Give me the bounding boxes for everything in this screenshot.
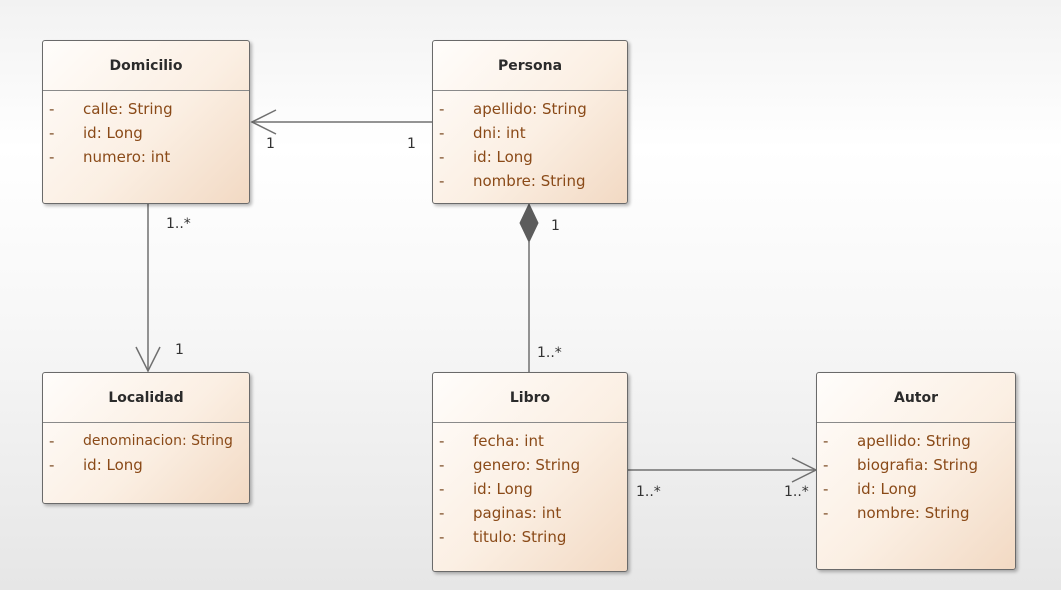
multiplicity-label: 1: [551, 218, 560, 234]
visibility-marker: -: [49, 432, 55, 450]
class-persona[interactable]: Persona - apellido: String - dni: int - id:…: [432, 40, 628, 204]
visibility-marker: -: [49, 100, 55, 118]
attribute-row: - nombre: String: [817, 501, 1015, 525]
attribute-text: id: Long: [857, 480, 917, 498]
class-libro[interactable]: Libro - fecha: int - genero: String - id: L…: [432, 372, 628, 572]
multiplicity-label: 1..*: [166, 216, 191, 232]
visibility-marker: -: [823, 456, 829, 474]
class-name: Localidad: [43, 373, 249, 423]
class-name: Libro: [433, 373, 627, 423]
multiplicity-label: 1..*: [636, 484, 661, 500]
visibility-marker: -: [439, 528, 445, 546]
multiplicity-label: 1..*: [537, 345, 562, 361]
class-localidad[interactable]: Localidad - denominacion: String - id: Lon…: [42, 372, 250, 504]
class-name: Autor: [817, 373, 1015, 423]
attribute-row: - genero: String: [433, 453, 627, 477]
multiplicity-label: 1: [175, 342, 184, 358]
multiplicity-label: 1: [407, 136, 416, 152]
visibility-marker: -: [823, 432, 829, 450]
visibility-marker: -: [439, 504, 445, 522]
visibility-marker: -: [823, 504, 829, 522]
multiplicity-label: 1: [266, 136, 275, 152]
attribute-text: fecha: int: [473, 432, 544, 450]
class-name: Domicilio: [43, 41, 249, 91]
attribute-text: numero: int: [83, 148, 171, 166]
visibility-marker: -: [439, 148, 445, 166]
class-name: Persona: [433, 41, 627, 91]
localidad-arrowhead: [135, 346, 161, 373]
attribute-text: apellido: String: [473, 100, 587, 118]
class-domicilio[interactable]: Domicilio - calle: String - id: Long - nume…: [42, 40, 250, 204]
attribute-text: id: Long: [83, 456, 143, 474]
attribute-row: - apellido: String: [433, 97, 627, 121]
attribute-row: - numero: int: [43, 145, 249, 169]
attribute-row: - calle: String: [43, 97, 249, 121]
visibility-marker: -: [439, 124, 445, 142]
attribute-row: - id: Long: [433, 145, 627, 169]
attribute-row: - apellido: String: [817, 429, 1015, 453]
attribute-text: id: Long: [83, 124, 143, 142]
attribute-text: dni: int: [473, 124, 526, 142]
visibility-marker: -: [439, 100, 445, 118]
visibility-marker: -: [49, 456, 55, 474]
attribute-row: - id: Long: [43, 121, 249, 145]
attribute-row: - paginas: int: [433, 501, 627, 525]
visibility-marker: -: [823, 480, 829, 498]
visibility-marker: -: [49, 124, 55, 142]
attribute-row: - biografia: String: [817, 453, 1015, 477]
multiplicity-label: 1..*: [784, 484, 809, 500]
attribute-row: - id: Long: [817, 477, 1015, 501]
attribute-text: denominacion: String: [83, 433, 233, 449]
attribute-text: biografia: String: [857, 456, 978, 474]
attribute-text: nombre: String: [857, 504, 970, 522]
visibility-marker: -: [439, 480, 445, 498]
attribute-row: - fecha: int: [433, 429, 627, 453]
attribute-row: - nombre: String: [433, 169, 627, 193]
attribute-text: id: Long: [473, 148, 533, 166]
attribute-text: id: Long: [473, 480, 533, 498]
attribute-row: - denominacion: String: [43, 429, 249, 453]
attribute-text: genero: String: [473, 456, 581, 474]
visibility-marker: -: [439, 456, 445, 474]
visibility-marker: -: [439, 432, 445, 450]
composition-diamond: [519, 202, 539, 244]
attribute-text: paginas: int: [473, 504, 562, 522]
attribute-text: titulo: String: [473, 528, 567, 546]
class-autor[interactable]: Autor - apellido: String - biografia: Stri…: [816, 372, 1016, 570]
attribute-text: apellido: String: [857, 432, 971, 450]
attribute-row: - id: Long: [43, 453, 249, 477]
visibility-marker: -: [439, 172, 445, 190]
visibility-marker: -: [49, 148, 55, 166]
attribute-text: calle: String: [83, 100, 173, 118]
domicilio-arrowhead: [250, 109, 277, 135]
attribute-row: - titulo: String: [433, 525, 627, 549]
attribute-row: - dni: int: [433, 121, 627, 145]
attribute-row: - id: Long: [433, 477, 627, 501]
attribute-text: nombre: String: [473, 172, 586, 190]
